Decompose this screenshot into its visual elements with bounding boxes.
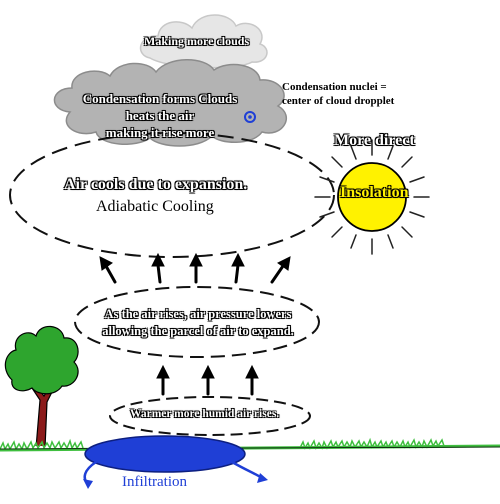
nuclei-label: Condensation nuclei = center of cloud dr… bbox=[282, 80, 394, 108]
infiltration-label: Infiltration bbox=[122, 474, 187, 490]
upper-arrows bbox=[99, 252, 291, 284]
main-cloud-line-2: heats the air bbox=[125, 108, 195, 123]
small-cloud-label: Making more clouds bbox=[144, 34, 250, 48]
main-cloud-line-1: Condensation forms Clouds bbox=[82, 91, 238, 106]
main-cloud-line-3: making it rise more bbox=[105, 125, 215, 140]
water-puddle bbox=[84, 435, 246, 473]
adiabatic-cooling-label: Adiabatic Cooling bbox=[96, 198, 214, 215]
insolation-label: Insolation bbox=[340, 184, 409, 201]
main-cloud-label: Condensation forms Clouds heats the air … bbox=[80, 90, 240, 141]
nuclei-line-2: center of cloud dropplet bbox=[282, 95, 395, 107]
ground bbox=[0, 437, 500, 504]
small-cloud bbox=[139, 14, 268, 69]
nucleus-dot bbox=[244, 111, 256, 123]
pressure-line-2: allowing the parcel of air to expand. bbox=[102, 324, 294, 338]
infiltration-arrows bbox=[83, 460, 268, 489]
nucleus-center bbox=[248, 115, 252, 119]
nuclei-line-1: Condensation nuclei = bbox=[282, 81, 387, 93]
pressure-label: As the air rises, air pressure lowers al… bbox=[78, 306, 318, 340]
sun-icon bbox=[314, 139, 430, 255]
air-cools-label: Air cools due to expansion. bbox=[64, 176, 248, 193]
pressure-line-1: As the air rises, air pressure lowers bbox=[104, 307, 292, 321]
expanding-parcel-outline bbox=[74, 286, 320, 358]
more-direct-label: More direct bbox=[334, 132, 415, 149]
main-cloud bbox=[53, 59, 288, 147]
lower-arrows bbox=[156, 364, 259, 396]
tree-icon bbox=[4, 325, 79, 449]
rising-air-outline bbox=[109, 396, 311, 436]
warmer-air-label: Warmer more humid air rises. bbox=[130, 408, 280, 420]
cooling-parcel-outline bbox=[9, 132, 335, 258]
